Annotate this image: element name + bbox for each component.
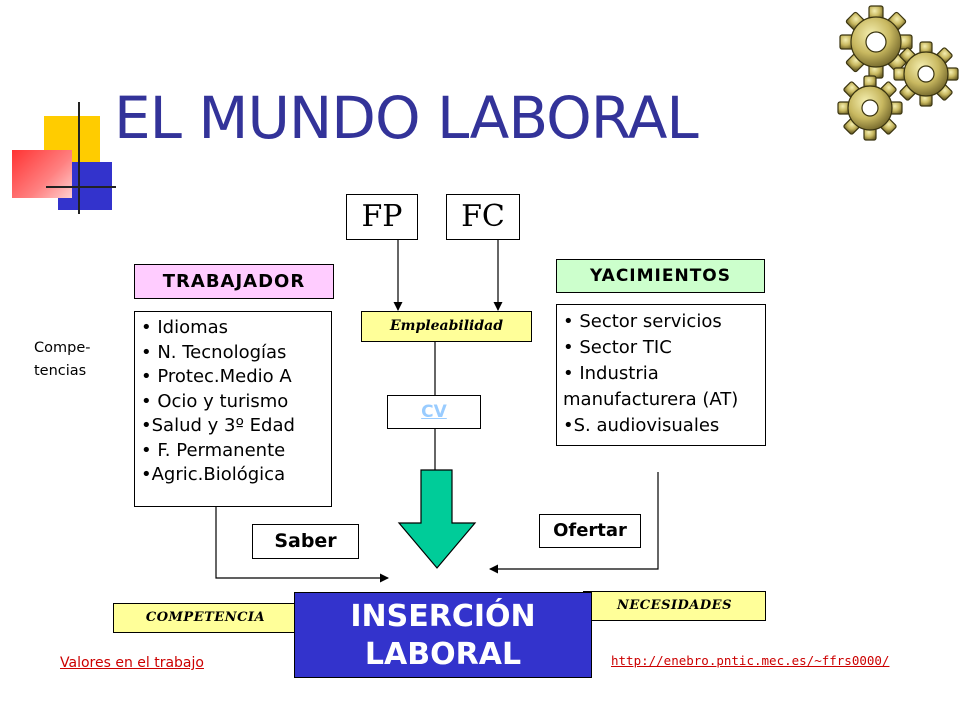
yacimientos-item: • Industria (563, 363, 659, 384)
down-arrow-icon (397, 469, 477, 569)
ofertar-box: Ofertar (539, 514, 641, 548)
competencias-label-line: Compe- (34, 340, 91, 356)
gears-icon (837, 5, 959, 141)
yacimientos-header: YACIMIENTOS (556, 259, 765, 293)
yacimientos-item: manufacturera (AT) (563, 389, 739, 410)
yacimientos-item: • Sector TIC (563, 337, 672, 358)
yacimientos-list: • Sector servicios • Sector TIC • Indust… (556, 304, 766, 446)
valores-link[interactable]: Valores en el trabajo (60, 655, 204, 671)
fc-box: FC (446, 194, 520, 240)
trabajador-list: • Idiomas • N. Tecnologías • Protec.Medi… (134, 311, 332, 507)
logo-square-red (12, 150, 72, 198)
competencias-label: Compe- tencias (34, 337, 90, 383)
trabajador-item: • Ocio y turismo (141, 390, 289, 412)
trabajador-header: TRABAJADOR (134, 264, 334, 299)
necesidades-box: NECESIDADES (583, 591, 766, 621)
logo-line-horizontal (46, 186, 116, 188)
trabajador-item: • Protec.Medio A (141, 366, 292, 387)
page-title: EL MUNDO LABORAL (114, 84, 699, 152)
insercion-line: LABORAL (364, 637, 522, 672)
logo-line-vertical (78, 102, 80, 214)
saber-box: Saber (252, 524, 359, 559)
insercion-laboral-box: INSERCIÓN LABORAL (294, 592, 592, 678)
trabajador-item: • Idiomas (141, 317, 229, 338)
trabajador-item: • N. Tecnologías (141, 341, 287, 363)
competencias-label-line: tencias (34, 363, 87, 379)
fp-box: FP (346, 194, 418, 240)
trabajador-item: •Agric.Biológica (141, 464, 286, 485)
insercion-line: INSERCIÓN (350, 599, 536, 634)
yacimientos-item: •S. audiovisuales (563, 415, 720, 436)
source-url-link[interactable]: http://enebro.pntic.mec.es/~ffrs0000/ (611, 653, 890, 668)
empleabilidad-box: Empleabilidad (361, 311, 532, 342)
cv-link[interactable]: CV (387, 395, 481, 429)
trabajador-item: •Salud y 3º Edad (141, 415, 295, 436)
yacimientos-item: • Sector servicios (563, 311, 722, 332)
competencia-box: COMPETENCIA (113, 603, 298, 633)
trabajador-item: • F. Permanente (141, 439, 286, 461)
